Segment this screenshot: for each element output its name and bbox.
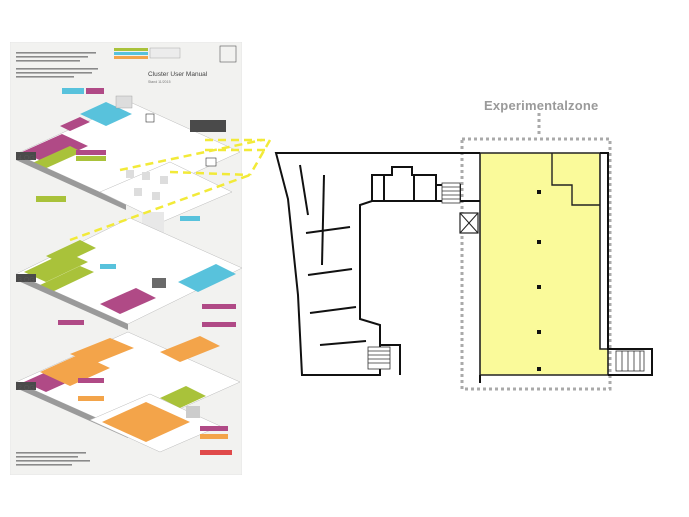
building-walls [274,152,653,383]
stairs-icon [615,350,645,372]
column-icon [537,190,541,371]
experimental-zone-area [479,152,609,376]
poster-header [16,45,237,78]
stairs-icon [441,182,461,204]
poster-title: Cluster User Manual [148,71,208,78]
stairs-icon [367,346,391,370]
floor-2og: 2.OG [15,331,241,438]
cluster-manual-poster: Cluster User Manual Stand 11/2015 4.OG [10,42,242,475]
floor-label-4og: 4.OG [18,155,35,162]
floor-label-3og: 3.OG [18,277,35,284]
experimental-zone-label: Experimentalzone [484,98,599,113]
poster-footer [16,452,90,466]
experimental-zone-boundary [460,137,612,391]
floor-plan [274,113,653,391]
floor-label-2og: 2.OG [18,385,35,392]
floor-detail-orange [89,386,232,455]
elevator-icon [459,212,479,234]
poster-subtitle: Stand 11/2015 [148,80,171,84]
